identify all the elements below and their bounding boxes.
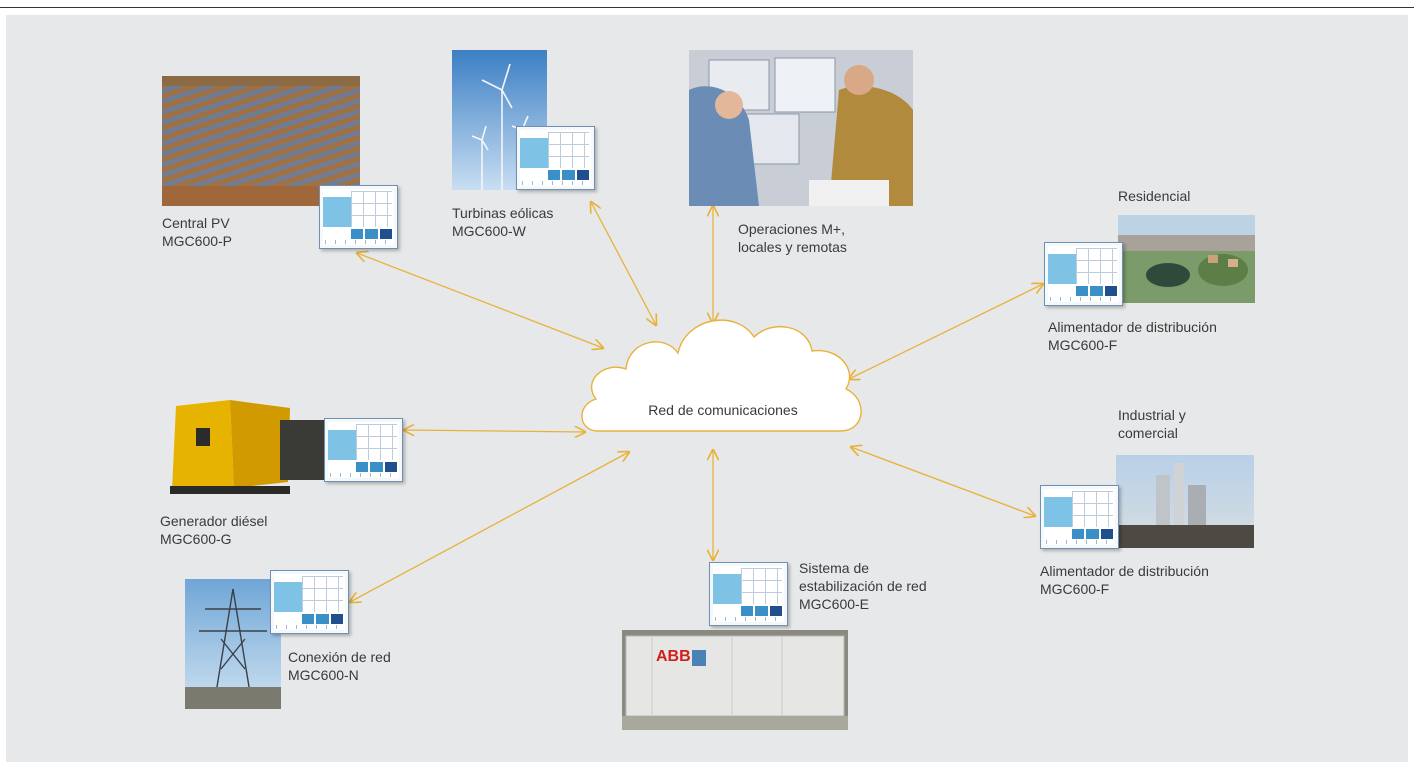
container-photo: ABB <box>622 630 848 730</box>
industrial-plant-photo <box>1116 455 1254 548</box>
transmission-tower-photo <box>185 579 281 709</box>
node-label-grid: Conexión de red MGC600-N <box>288 649 391 683</box>
controller-panel-storage <box>709 562 788 626</box>
link-residential <box>849 284 1043 379</box>
node-label-pv: Central PV MGC600-P <box>162 215 233 249</box>
node-label-residential: Alimentador de distribución MGC600-F <box>1048 319 1217 353</box>
node-label-diesel: Generador diésel MGC600-G <box>160 513 268 547</box>
node-label-wind: Turbinas eólicas MGC600-W <box>452 205 554 239</box>
link-pv <box>357 253 603 348</box>
controller-panel-industrial <box>1040 485 1119 549</box>
link-industrial <box>851 447 1035 516</box>
hub-label: Red de comunicaciones <box>648 402 798 418</box>
controller-panel-pv <box>319 185 398 249</box>
node-label-ops: Operaciones M+, locales y remotas <box>738 221 847 255</box>
controller-panel-residential <box>1044 242 1123 306</box>
node-label-industrial: Alimentador de distribución MGC600-F <box>1040 563 1209 597</box>
top-rule <box>0 7 1414 8</box>
link-wind <box>591 202 656 325</box>
link-grid <box>350 452 629 602</box>
controller-panel-diesel <box>324 418 403 482</box>
diesel-generator-photo <box>160 398 338 498</box>
node-title-industrial: Industrial y comercial <box>1118 407 1186 441</box>
residential-town-photo <box>1118 215 1255 303</box>
control-room-photo <box>689 50 913 206</box>
cloud-icon <box>581 319 862 432</box>
controller-panel-grid <box>270 570 349 634</box>
solar-farm-photo <box>162 76 360 206</box>
abb-logo: ABB <box>656 648 691 665</box>
link-diesel <box>404 430 585 432</box>
node-title-residential: Residencial <box>1118 188 1191 204</box>
controller-panel-wind <box>516 126 595 190</box>
node-label-storage: Sistema de estabilización de red MGC600-… <box>799 560 927 612</box>
